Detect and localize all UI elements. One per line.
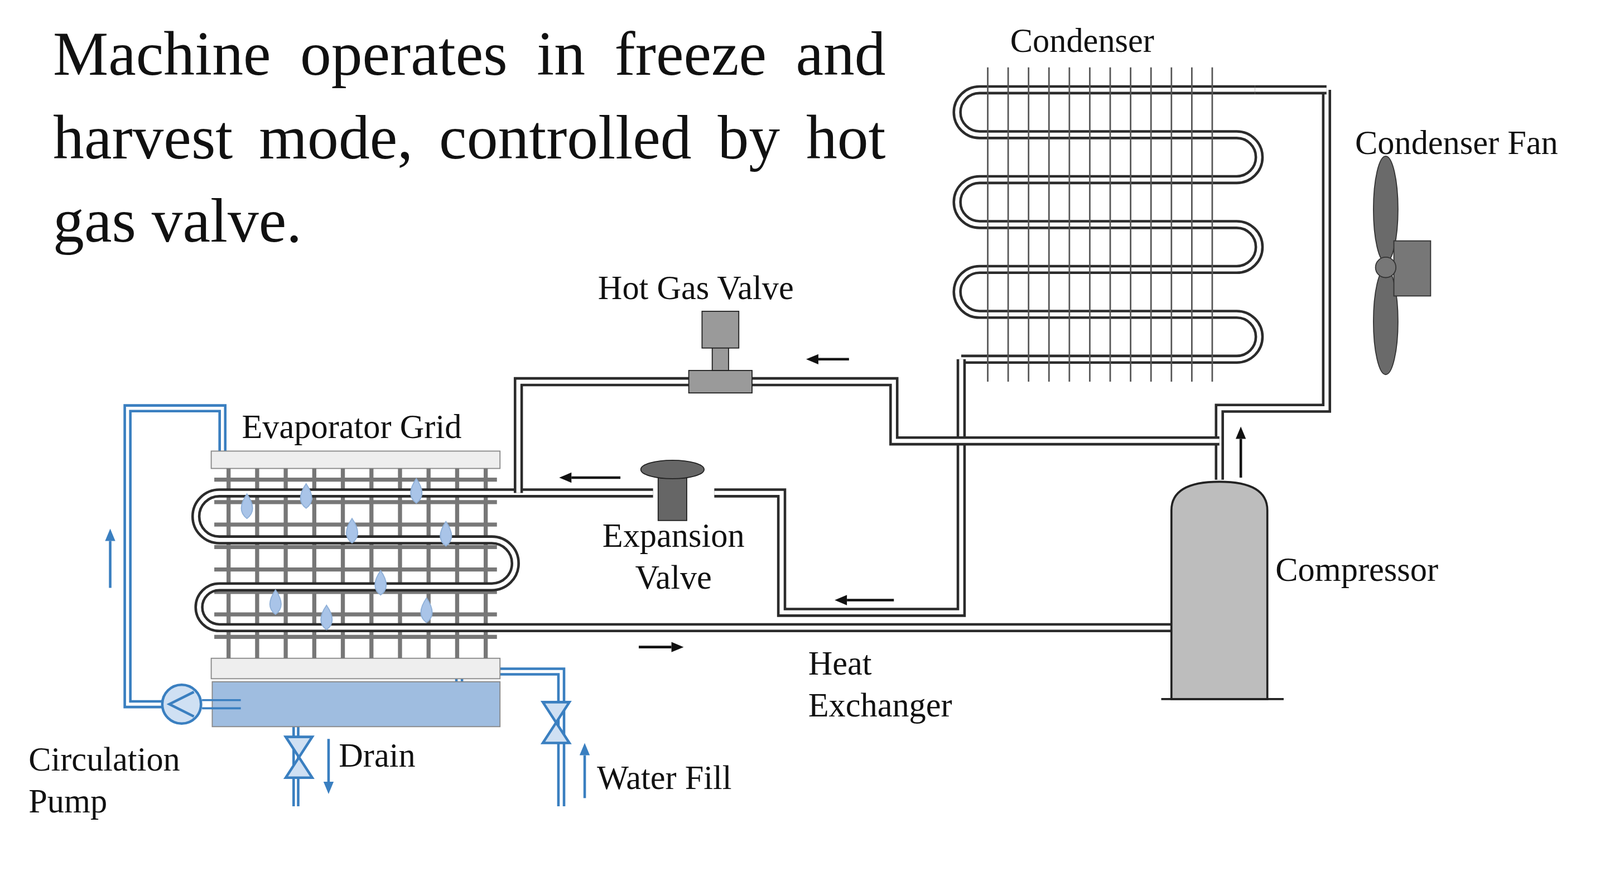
grid-bar xyxy=(214,499,498,504)
condenser-inlet-inner xyxy=(1255,87,1327,92)
flow-arrowhead xyxy=(834,594,847,605)
flow-arrow xyxy=(818,358,850,361)
water-fill-valve xyxy=(542,701,570,743)
pump-impeller xyxy=(169,691,195,717)
hot-gas-valve-body xyxy=(688,370,753,393)
liquid-line xyxy=(714,359,962,613)
condenser-fin xyxy=(1048,67,1050,382)
note-title: Machine operates in freeze and harvest m… xyxy=(52,12,886,264)
grid-bar xyxy=(214,611,498,616)
evaporator-grid xyxy=(195,450,516,679)
flow-arrowhead xyxy=(579,743,590,756)
part-label: Expansion Valve xyxy=(571,515,776,600)
sump-outlet xyxy=(201,707,242,710)
hot-gas-line-inner xyxy=(752,381,1220,441)
condenser-fin xyxy=(1191,67,1193,382)
grid-bar xyxy=(214,545,498,549)
condenser-fin xyxy=(1068,67,1071,382)
flow-arrowhead xyxy=(104,528,115,541)
flow-arrow xyxy=(1239,439,1243,479)
flow-arrow xyxy=(583,755,587,799)
water-drop xyxy=(320,605,332,630)
fan-motor xyxy=(1394,241,1431,297)
sump-outlet xyxy=(201,699,242,702)
compressor-base xyxy=(1160,697,1284,701)
water-drop xyxy=(410,478,422,504)
condenser-fin xyxy=(1129,67,1132,382)
discharge-line-inner xyxy=(1219,89,1327,480)
flow-arrow xyxy=(638,645,672,649)
water-drop xyxy=(241,493,253,519)
flow-arrow xyxy=(571,476,621,480)
flow-arrowhead xyxy=(671,641,684,652)
flow-arrow xyxy=(108,540,112,588)
hot-gas-valve-stem xyxy=(712,347,729,371)
recirculation-pipe-inner xyxy=(127,408,223,705)
part-label: Drain xyxy=(338,734,451,777)
flow-arrowhead xyxy=(1235,426,1246,440)
water-circuit xyxy=(127,408,570,807)
hot-gas-valve-solenoid xyxy=(701,311,739,349)
condenser-inlet xyxy=(1255,85,1327,95)
evaporator-coil-inner xyxy=(195,492,516,628)
flow-arrowhead xyxy=(558,472,572,483)
suction-line-inner xyxy=(489,625,1174,630)
part-label: Circulation Pump xyxy=(28,738,223,823)
water-drop xyxy=(420,598,432,623)
circulation-pump xyxy=(162,684,202,724)
liquid-line-inner xyxy=(714,359,962,613)
condenser-fin xyxy=(1027,67,1030,382)
condenser-fin xyxy=(1088,67,1091,382)
part-label: Compressor xyxy=(1275,548,1500,591)
discharge-line xyxy=(1219,89,1327,480)
condenser-fin xyxy=(1211,67,1214,382)
compressor-body xyxy=(1171,481,1268,700)
condenser-fin xyxy=(986,67,989,382)
water-sump xyxy=(211,681,500,727)
water-drop xyxy=(346,518,358,543)
flow-arrow xyxy=(846,598,894,602)
flow-arrowhead xyxy=(806,354,819,365)
water-drop xyxy=(374,570,387,595)
hot-gas-line xyxy=(752,381,1220,441)
part-label: Evaporator Grid xyxy=(241,406,518,448)
drain-valve xyxy=(285,736,313,778)
recirculation-pipe xyxy=(127,408,223,705)
condenser-coil-inner xyxy=(957,89,1260,360)
evaporator-bottom-plate xyxy=(211,658,501,679)
flow-arrow xyxy=(327,738,331,782)
water-drop xyxy=(440,521,452,547)
water-drop xyxy=(270,589,282,615)
condenser-coil xyxy=(957,89,1260,360)
condenser-fin xyxy=(1007,67,1010,382)
part-label: Heat Exchanger xyxy=(808,642,1003,727)
water-drop xyxy=(300,483,312,509)
fan-hub xyxy=(1375,257,1397,278)
condenser-fin xyxy=(1170,67,1173,382)
grid-bar xyxy=(214,634,498,639)
condenser-fin xyxy=(1109,67,1112,382)
expansion-valve-stem xyxy=(658,475,687,520)
part-label: Condenser xyxy=(1010,20,1215,63)
suction-line xyxy=(489,623,1174,633)
part-label: Water Fill xyxy=(596,757,781,799)
part-label: Hot Gas Valve xyxy=(598,267,853,310)
part-label: Condenser Fan xyxy=(1355,122,1597,165)
grid-bar xyxy=(214,477,498,482)
condenser-fin xyxy=(1150,67,1153,382)
evaporator-top-plate xyxy=(211,450,501,469)
flow-arrowhead xyxy=(323,781,334,794)
expansion-valve-knob xyxy=(641,460,705,479)
evaporator-coil xyxy=(195,492,516,628)
grid-bar xyxy=(214,567,498,572)
